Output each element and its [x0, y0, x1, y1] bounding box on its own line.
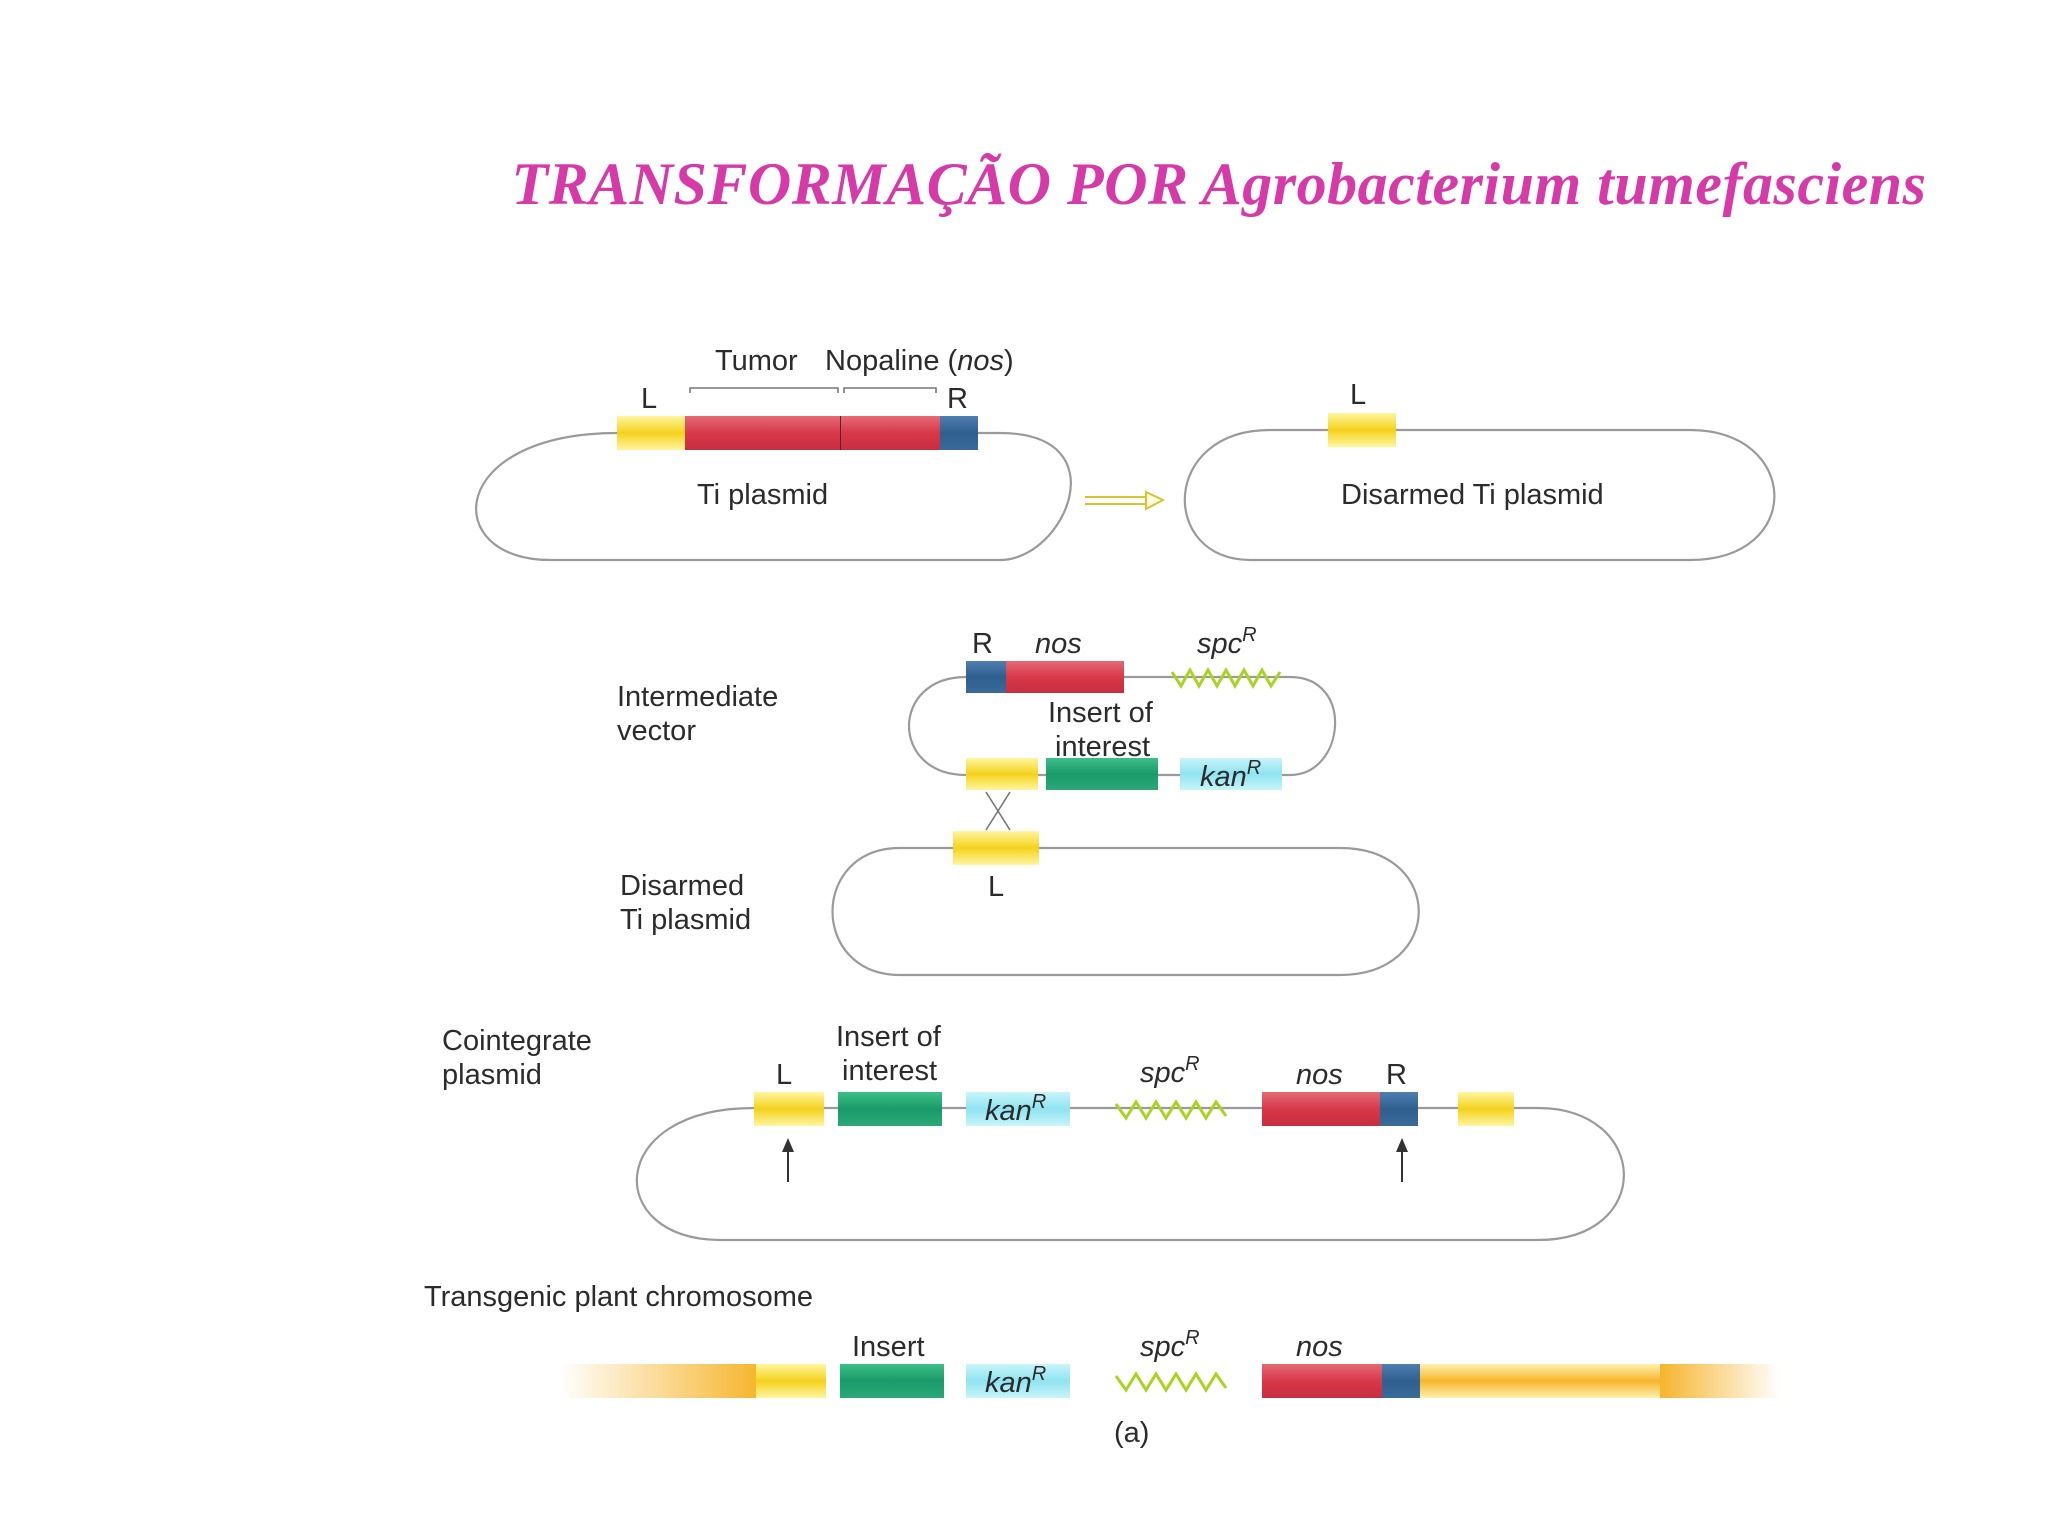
left-border-box: [756, 1364, 826, 1398]
kan-gene-box: [966, 1092, 1070, 1126]
nos-gene-box: [1262, 1092, 1380, 1126]
disarmed-ti-plasmid-lower: Disarmed Ti plasmid L: [620, 831, 1420, 977]
nos-label: nos: [1035, 628, 1082, 660]
disarmed-lower-outline: [831, 846, 1420, 977]
right-border-label: R: [1386, 1059, 1407, 1091]
kan-gene-box: [966, 1364, 1070, 1398]
spc-label: spcR: [1140, 1053, 1200, 1089]
tumor-gene-box: [685, 416, 841, 450]
insert-label-2: interest: [1055, 731, 1150, 763]
intermediate-vector-label-1: Intermediate: [617, 681, 778, 713]
cointegrate-label-2: plasmid: [442, 1059, 542, 1091]
left-border-box: [953, 831, 1039, 865]
intermediate-vector: Intermediate vector R nos spcR Insert of…: [617, 624, 1337, 793]
left-border-box: [966, 758, 1038, 790]
intermediate-vector-label-2: vector: [617, 715, 696, 747]
left-border-box: [754, 1092, 824, 1126]
nos-label: nos: [1296, 1331, 1343, 1363]
chromosome-body: [1420, 1364, 1660, 1398]
spc-label: spcR: [1197, 624, 1257, 660]
panel-label: (a): [1114, 1417, 1149, 1449]
spc-gene-zigzag: [1114, 1371, 1228, 1393]
spc-gene-zigzag: [1114, 1099, 1228, 1121]
left-border-label: L: [988, 871, 1004, 903]
nos-label: nos: [1296, 1059, 1343, 1091]
kan-label: kanR: [985, 1363, 1046, 1399]
left-border-box: [1328, 413, 1396, 447]
ti-plasmid-label: Ti plasmid: [697, 479, 828, 511]
disarmed-ti-plasmid-label: Disarmed Ti plasmid: [1341, 479, 1604, 511]
kan-label: kanR: [985, 1091, 1046, 1127]
insert-gene-box: [840, 1364, 944, 1398]
arrow-up-icon: [782, 1138, 794, 1182]
arrow-right-icon: [1085, 490, 1166, 511]
tumor-label: Tumor: [715, 345, 798, 377]
ti-plasmid: Tumor Nopaline (nos) L R Ti plasmid: [475, 345, 1072, 562]
insert-gene-box: [838, 1092, 942, 1126]
yellow-box: [1458, 1092, 1514, 1126]
right-border-label: R: [947, 383, 968, 415]
nopaline-gene-box: [841, 416, 940, 450]
left-border-label: L: [641, 383, 657, 415]
chromosome-label: Transgenic plant chromosome: [424, 1281, 813, 1313]
disarmed-plasmid-outline: [1183, 428, 1776, 562]
disarmed-ti-plasmid: L Disarmed Ti plasmid: [1183, 379, 1776, 562]
insert-gene-box: [1046, 758, 1158, 790]
ti-plasmid-outline: [475, 431, 1072, 562]
right-border-box: [1382, 1364, 1420, 1398]
right-border-box: [1380, 1092, 1418, 1126]
nos-gene-box: [1006, 661, 1124, 693]
left-border-box: [617, 416, 685, 450]
crossover-mark: [985, 791, 1011, 831]
spc-label: spcR: [1140, 1327, 1200, 1363]
chromosome-left-fade: [560, 1364, 760, 1398]
insert-label: Insert: [852, 1331, 925, 1363]
cointegrate-label-1: Cointegrate: [442, 1025, 592, 1057]
arrow-up-icon: [1396, 1138, 1408, 1182]
kan-gene-box: [1180, 758, 1282, 790]
right-border-box: [940, 416, 978, 450]
left-border-label: L: [1350, 379, 1366, 411]
insert-label-1: Insert of: [1048, 697, 1154, 729]
nopaline-label: Nopaline (nos): [825, 345, 1014, 377]
cointegrate-plasmid: Cointegrate plasmid L Insert of interest…: [442, 1021, 1625, 1242]
insert-label-2: interest: [842, 1055, 937, 1087]
cointegrate-outline: [635, 1106, 1625, 1242]
kan-label: kanR: [1200, 757, 1261, 793]
left-border-label: L: [776, 1059, 792, 1091]
transgenic-chromosome: Transgenic plant chromosome Insert kanR …: [424, 1281, 1780, 1399]
disarmed-label-1: Disarmed: [620, 870, 744, 902]
right-border-box: [966, 661, 1006, 693]
disarmed-label-2: Ti plasmid: [620, 904, 751, 936]
chromosome-right-fade: [1660, 1364, 1780, 1398]
nos-gene-box: [1262, 1364, 1382, 1398]
diagram-title: TRANSFORMAÇÃO POR Agrobacterium tumefasc…: [511, 151, 1927, 217]
spc-gene-zigzag: [1170, 666, 1282, 690]
right-border-label: R: [972, 628, 993, 660]
insert-label-1: Insert of: [836, 1021, 942, 1053]
